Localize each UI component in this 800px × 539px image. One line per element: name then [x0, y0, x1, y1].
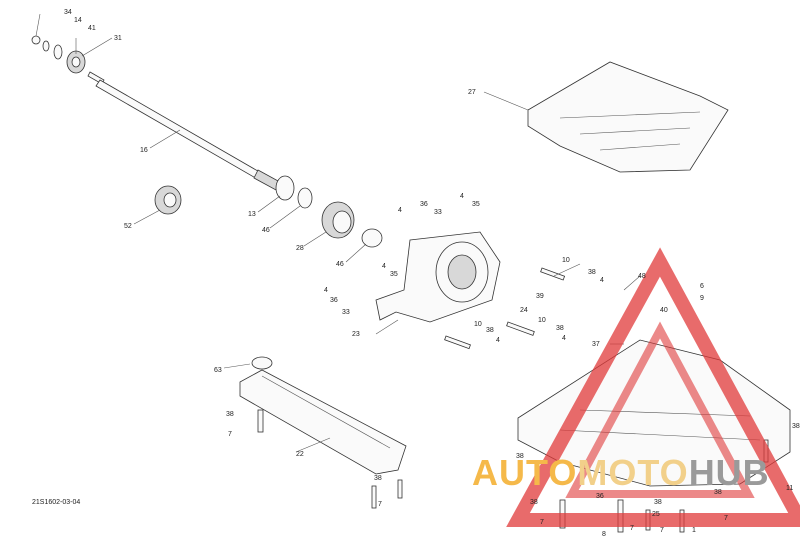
callout-35: 35	[390, 271, 398, 278]
callout-33: 33	[434, 209, 442, 216]
callout-38: 38	[530, 499, 538, 506]
callout-23: 23	[352, 331, 360, 338]
callout-34: 34	[64, 9, 72, 16]
callout-38: 38	[654, 499, 662, 506]
callout-8: 8	[602, 531, 606, 538]
callout-7: 7	[724, 515, 728, 522]
callout-38: 38	[226, 411, 234, 418]
callout-7: 7	[378, 501, 382, 508]
callout-36: 36	[596, 493, 604, 500]
callout-39: 39	[536, 293, 544, 300]
callout-4: 4	[460, 193, 464, 200]
callout-27: 27	[468, 89, 476, 96]
callout-4: 4	[398, 207, 402, 214]
callout-6: 6	[700, 283, 704, 290]
callout-10: 10	[538, 317, 546, 324]
watermark-part-1: AUTO	[472, 452, 578, 493]
callout-1: 1	[692, 527, 696, 534]
upper-plate-27	[527, 61, 729, 173]
callout-28: 28	[296, 245, 304, 252]
slide-rail-22	[239, 356, 407, 475]
bearing-part	[154, 185, 182, 215]
callout-36: 36	[330, 297, 338, 304]
callout-4: 4	[324, 287, 328, 294]
watermark-triangle	[506, 247, 800, 527]
callout-35: 35	[472, 201, 480, 208]
callout-46: 46	[336, 261, 344, 268]
watermark-part-2: MOTO	[577, 452, 689, 493]
callout-36: 36	[420, 201, 428, 208]
callout-38: 38	[792, 423, 800, 430]
callout-4: 4	[382, 263, 386, 270]
callout-22: 22	[296, 451, 304, 458]
callout-25: 25	[652, 511, 660, 518]
callout-52: 52	[124, 223, 132, 230]
callout-10: 10	[562, 257, 570, 264]
callout-13: 13	[248, 211, 256, 218]
watermark-part-3: HUB	[688, 452, 770, 493]
callout-7: 7	[228, 431, 232, 438]
callout-16: 16	[140, 147, 148, 154]
callout-7: 7	[540, 519, 544, 526]
drive-shaft-assembly	[31, 35, 281, 191]
callout-33: 33	[342, 309, 350, 316]
callout-41: 41	[88, 25, 96, 32]
callout-38: 38	[556, 325, 564, 332]
reference-code: 21S1602-03-04	[32, 499, 81, 506]
callout-37: 37	[592, 341, 600, 348]
callout-38: 38	[486, 327, 494, 334]
callout-11: 11	[786, 485, 793, 492]
housing-part	[375, 231, 501, 323]
callout-38: 38	[516, 453, 524, 460]
callout-38: 38	[374, 475, 382, 482]
callout-48: 48	[638, 273, 646, 280]
callout-labels: 34 14 41 31 16 27 52 13 46 28 46 4 36 33…	[64, 9, 800, 538]
callout-63: 63	[214, 367, 222, 374]
callout-4: 4	[562, 335, 566, 342]
callout-38: 38	[714, 489, 722, 496]
callout-24: 24	[520, 307, 528, 314]
callout-40: 40	[660, 307, 668, 314]
boot-assembly	[275, 175, 383, 248]
callout-4: 4	[600, 277, 604, 284]
callout-38: 38	[588, 269, 596, 276]
callout-14: 14	[74, 17, 82, 24]
callout-31: 31	[114, 35, 122, 42]
callout-7: 7	[660, 527, 664, 534]
callout-7: 7	[630, 525, 634, 532]
leader-lines	[35, 13, 641, 453]
callout-9: 9	[700, 295, 704, 302]
callout-4: 4	[496, 337, 500, 344]
callout-10: 10	[474, 321, 482, 328]
callout-46: 46	[262, 227, 270, 234]
watermark-text: AUTOMOTOHUB	[472, 452, 770, 494]
